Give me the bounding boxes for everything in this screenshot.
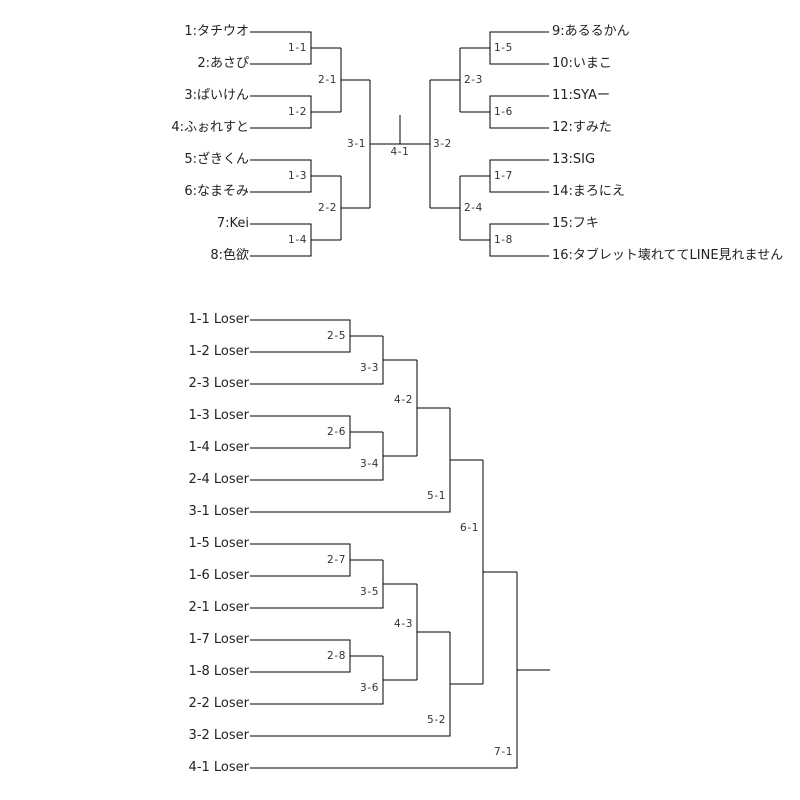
match-label-2-1: 2-1 xyxy=(318,74,337,86)
match-label-7-1: 7-1 xyxy=(494,746,513,758)
connector-1-1 xyxy=(250,31,341,65)
entrant-6: 6:なまそみ xyxy=(184,184,249,199)
match-label-4-2: 4-2 xyxy=(394,394,413,406)
entrant-14: 14:まろにえ xyxy=(552,184,625,199)
match-label-6-1: 6-1 xyxy=(460,522,479,534)
loser-entrant: 3-2 Loser xyxy=(188,728,249,743)
connector-2-4 xyxy=(430,176,461,240)
entrant-9: 9:あるるかん xyxy=(552,24,630,39)
loser-entrant: 2-3 Loser xyxy=(188,376,249,391)
match-label-3-6: 3-6 xyxy=(360,682,379,694)
connector-1-7 xyxy=(460,159,549,193)
loser-entrant: 1-7 Loser xyxy=(188,632,249,647)
loser-entrant: 1-3 Loser xyxy=(188,408,249,423)
match-label-1-6: 1-6 xyxy=(494,106,513,118)
connector-2-1 xyxy=(340,48,370,112)
loser-entrant: 4-1 Loser xyxy=(188,760,249,775)
match-label-1-2: 1-2 xyxy=(288,106,307,118)
connector-4-2 xyxy=(416,360,450,456)
connector-2-8 xyxy=(250,639,383,673)
entrant-2: 2:あさぴ xyxy=(197,56,249,71)
entrant-8: 8:色欲 xyxy=(210,248,249,263)
match-label-2-5: 2-5 xyxy=(327,330,346,342)
connector-7-1 xyxy=(250,572,550,769)
match-label-3-1: 3-1 xyxy=(347,138,366,150)
loser-entrant: 2-2 Loser xyxy=(188,696,249,711)
connector-3-5 xyxy=(250,560,417,609)
entrant-16: 16:タブレット壊れててLINE見れません xyxy=(552,248,784,263)
match-label-2-4: 2-4 xyxy=(464,202,483,214)
loser-entrant: 1-8 Loser xyxy=(188,664,249,679)
connector-1-8 xyxy=(460,223,549,257)
loser-entrant: 2-4 Loser xyxy=(188,472,249,487)
connector-1-5 xyxy=(460,31,549,65)
connector-4-3 xyxy=(416,584,450,680)
connector-1-2 xyxy=(250,95,341,129)
connector-6-1 xyxy=(482,460,517,684)
connector-2-2 xyxy=(340,176,370,240)
match-label-2-8: 2-8 xyxy=(327,650,346,662)
entrant-10: 10:いまこ xyxy=(552,56,612,71)
match-label-5-1: 5-1 xyxy=(427,490,446,502)
match-label-2-6: 2-6 xyxy=(327,426,346,438)
entrant-7: 7:Kei xyxy=(216,216,249,231)
match-label-2-7: 2-7 xyxy=(327,554,346,566)
match-label-4-1: 4-1 xyxy=(390,146,410,158)
match-label-3-5: 3-5 xyxy=(360,586,379,598)
connector-1-3 xyxy=(250,159,341,193)
connector-3-4 xyxy=(250,432,417,481)
connector-1-6 xyxy=(460,95,549,129)
connector-5-1 xyxy=(250,408,483,513)
match-label-1-3: 1-3 xyxy=(288,170,307,182)
connector-2-7 xyxy=(250,543,383,577)
entrant-4: 4:ふぉれすと xyxy=(171,120,249,135)
match-label-3-4: 3-4 xyxy=(360,458,379,470)
entrant-11: 11:SYAー xyxy=(552,88,610,103)
connector-3-6 xyxy=(250,656,417,705)
loser-entrant: 3-1 Loser xyxy=(188,504,249,519)
match-label-5-2: 5-2 xyxy=(427,714,446,726)
match-label-3-2: 3-2 xyxy=(433,138,452,150)
entrant-3: 3:ぱいけん xyxy=(184,88,249,103)
entrant-1: 1:タチウオ xyxy=(184,24,249,39)
loser-entrant: 1-2 Loser xyxy=(188,344,249,359)
entrant-13: 13:SIG xyxy=(552,152,596,167)
connector-3-3 xyxy=(250,336,417,385)
entrant-15: 15:フキ xyxy=(552,216,599,231)
match-label-1-1: 1-1 xyxy=(288,42,307,54)
loser-entrant: 1-4 Loser xyxy=(188,440,249,455)
match-label-1-8: 1-8 xyxy=(494,234,513,246)
loser-entrant: 1-6 Loser xyxy=(188,568,249,583)
entrant-12: 12:すみた xyxy=(552,120,612,135)
connector-4-1 xyxy=(370,115,430,145)
match-label-2-2: 2-2 xyxy=(318,202,337,214)
connector-2-6 xyxy=(250,415,383,449)
loser-entrant: 1-5 Loser xyxy=(188,536,249,551)
connector-2-3 xyxy=(430,48,461,112)
match-label-4-3: 4-3 xyxy=(394,618,413,630)
loser-entrant: 1-1 Loser xyxy=(188,312,249,327)
loser-entrant: 2-1 Loser xyxy=(188,600,249,615)
match-label-1-7: 1-7 xyxy=(494,170,513,182)
match-label-2-3: 2-3 xyxy=(464,74,483,86)
connector-5-2 xyxy=(250,632,483,737)
match-label-1-5: 1-5 xyxy=(494,42,513,54)
match-label-3-3: 3-3 xyxy=(360,362,379,374)
connector-2-5 xyxy=(250,319,383,353)
match-label-1-4: 1-4 xyxy=(288,234,307,246)
entrant-5: 5:ざきくん xyxy=(184,152,249,167)
connector-1-4 xyxy=(250,223,341,257)
